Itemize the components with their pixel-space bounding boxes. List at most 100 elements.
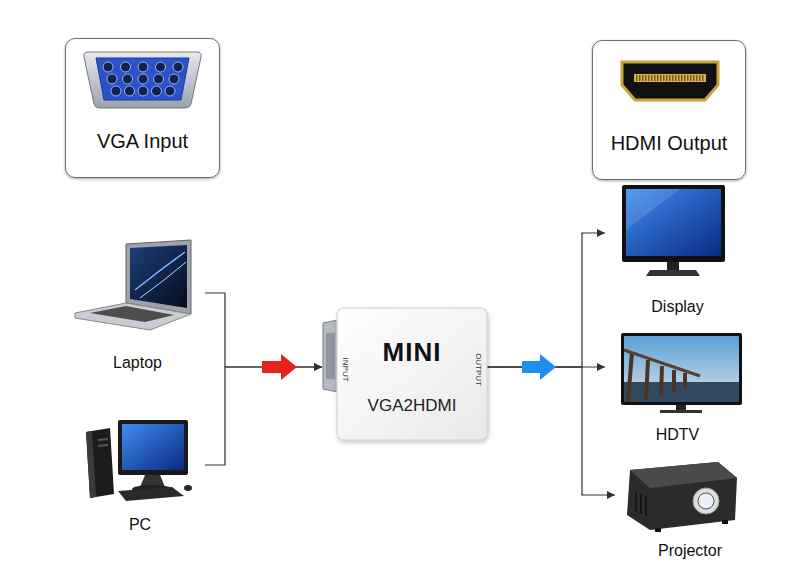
pc-illustration (184, 485, 192, 491)
pc-illustration (98, 445, 108, 446)
projector-illustration (722, 520, 728, 524)
device-label: MINI (337, 338, 487, 368)
converter-box: MINI VGA2HDMI INPUT OUTPUT (322, 308, 487, 440)
device-label: VGA2HDMI (337, 396, 487, 416)
laptop-illustration (90, 306, 174, 322)
connector (487, 367, 615, 495)
display-illustration (626, 189, 721, 256)
vga-connector (125, 86, 135, 96)
projector-illustration (636, 492, 646, 516)
hdtv-illustration (624, 382, 739, 402)
display-illustration (646, 270, 700, 276)
vga-connector (84, 52, 201, 108)
projector-illustration (627, 462, 737, 530)
vga-connector (123, 74, 133, 84)
output-device: Projector (615, 452, 765, 560)
hdtv-illustration (624, 350, 700, 376)
vga-connector (165, 86, 175, 96)
vga-connector (103, 62, 183, 96)
device-label: OUTPUT (473, 350, 482, 390)
vga-connector (111, 86, 121, 96)
hdtv-illustration (628, 352, 632, 402)
input-arrow (262, 354, 297, 380)
vga-connector (138, 86, 148, 96)
hdmi-connector (622, 62, 718, 100)
pc-illustration (86, 431, 96, 498)
vga-connector (103, 62, 113, 72)
laptop-illustration (135, 252, 185, 290)
vga-connector (96, 58, 189, 100)
hdtv-illustration (683, 373, 687, 389)
laptop-illustration (126, 240, 191, 314)
vga-connector (173, 62, 183, 72)
display-illustration (622, 185, 725, 276)
connector-card: HDMI Output (592, 40, 746, 180)
projector-illustration (645, 496, 647, 516)
hdtv-illustration (621, 333, 742, 405)
projector-illustration (698, 493, 714, 509)
hdtv-illustration (672, 370, 676, 392)
node-label: VGA Input (97, 130, 188, 153)
vga-connector (107, 74, 117, 84)
output-device: HDTV (605, 326, 750, 444)
display-illustration (622, 185, 725, 262)
pc-illustration (98, 439, 108, 440)
hdmi-connector (634, 74, 706, 82)
converter-illustration (326, 333, 335, 379)
vga-connector (138, 74, 148, 84)
node-label: HDMI Output (611, 132, 728, 155)
output-arrow (522, 354, 556, 380)
output-device: Display (605, 180, 750, 316)
hdtv-illustration (624, 336, 739, 402)
display-illustration (667, 262, 679, 270)
hdtv-illustration (676, 405, 686, 410)
laptop-illustration (140, 262, 186, 298)
vga-connector (121, 62, 131, 72)
connector (205, 367, 322, 465)
projector-illustration (635, 492, 637, 512)
hdmi-connector (636, 75, 704, 81)
pc-illustration (86, 420, 192, 501)
connector (205, 293, 322, 367)
converter-illustration (323, 320, 338, 392)
projector-illustration (630, 462, 737, 488)
vga-connector (154, 74, 164, 84)
connector (487, 233, 605, 367)
vga-connector (152, 86, 162, 96)
connector-card: VGA Input (65, 38, 220, 178)
hdtv-illustration (660, 410, 702, 413)
projector-illustration (627, 462, 737, 532)
pc-illustration (86, 428, 114, 498)
vga-connector (169, 74, 179, 84)
pc-illustration (118, 420, 188, 475)
source-device: PC (75, 412, 205, 534)
node-label: Projector (658, 542, 722, 560)
converter-illustration (337, 308, 487, 440)
laptop-illustration (75, 240, 191, 330)
projector-illustration (640, 494, 642, 514)
pc-illustration (118, 487, 184, 501)
projector-illustration (655, 528, 661, 532)
vga-connector (156, 62, 166, 72)
pc-illustration (122, 424, 184, 470)
vga-connector (138, 62, 148, 72)
hdmi-connector (622, 62, 718, 100)
hdtv-illustration (646, 360, 648, 400)
source-device: Laptop (70, 238, 205, 372)
display-illustration (626, 189, 680, 230)
vga-connector (84, 52, 201, 108)
laptop-illustration (75, 303, 191, 330)
node-label: Display (651, 298, 703, 316)
node-label: PC (129, 516, 151, 534)
hdtv-illustration (661, 366, 662, 396)
node-label: HDTV (656, 426, 700, 444)
hdtv-illustration (621, 333, 742, 413)
node-label: Laptop (113, 354, 162, 372)
hdtv-illustration (628, 352, 685, 402)
projector-illustration (693, 488, 719, 514)
laptop-illustration (130, 245, 187, 308)
device-label: INPUT (340, 350, 349, 390)
converter-illustration (323, 308, 487, 440)
